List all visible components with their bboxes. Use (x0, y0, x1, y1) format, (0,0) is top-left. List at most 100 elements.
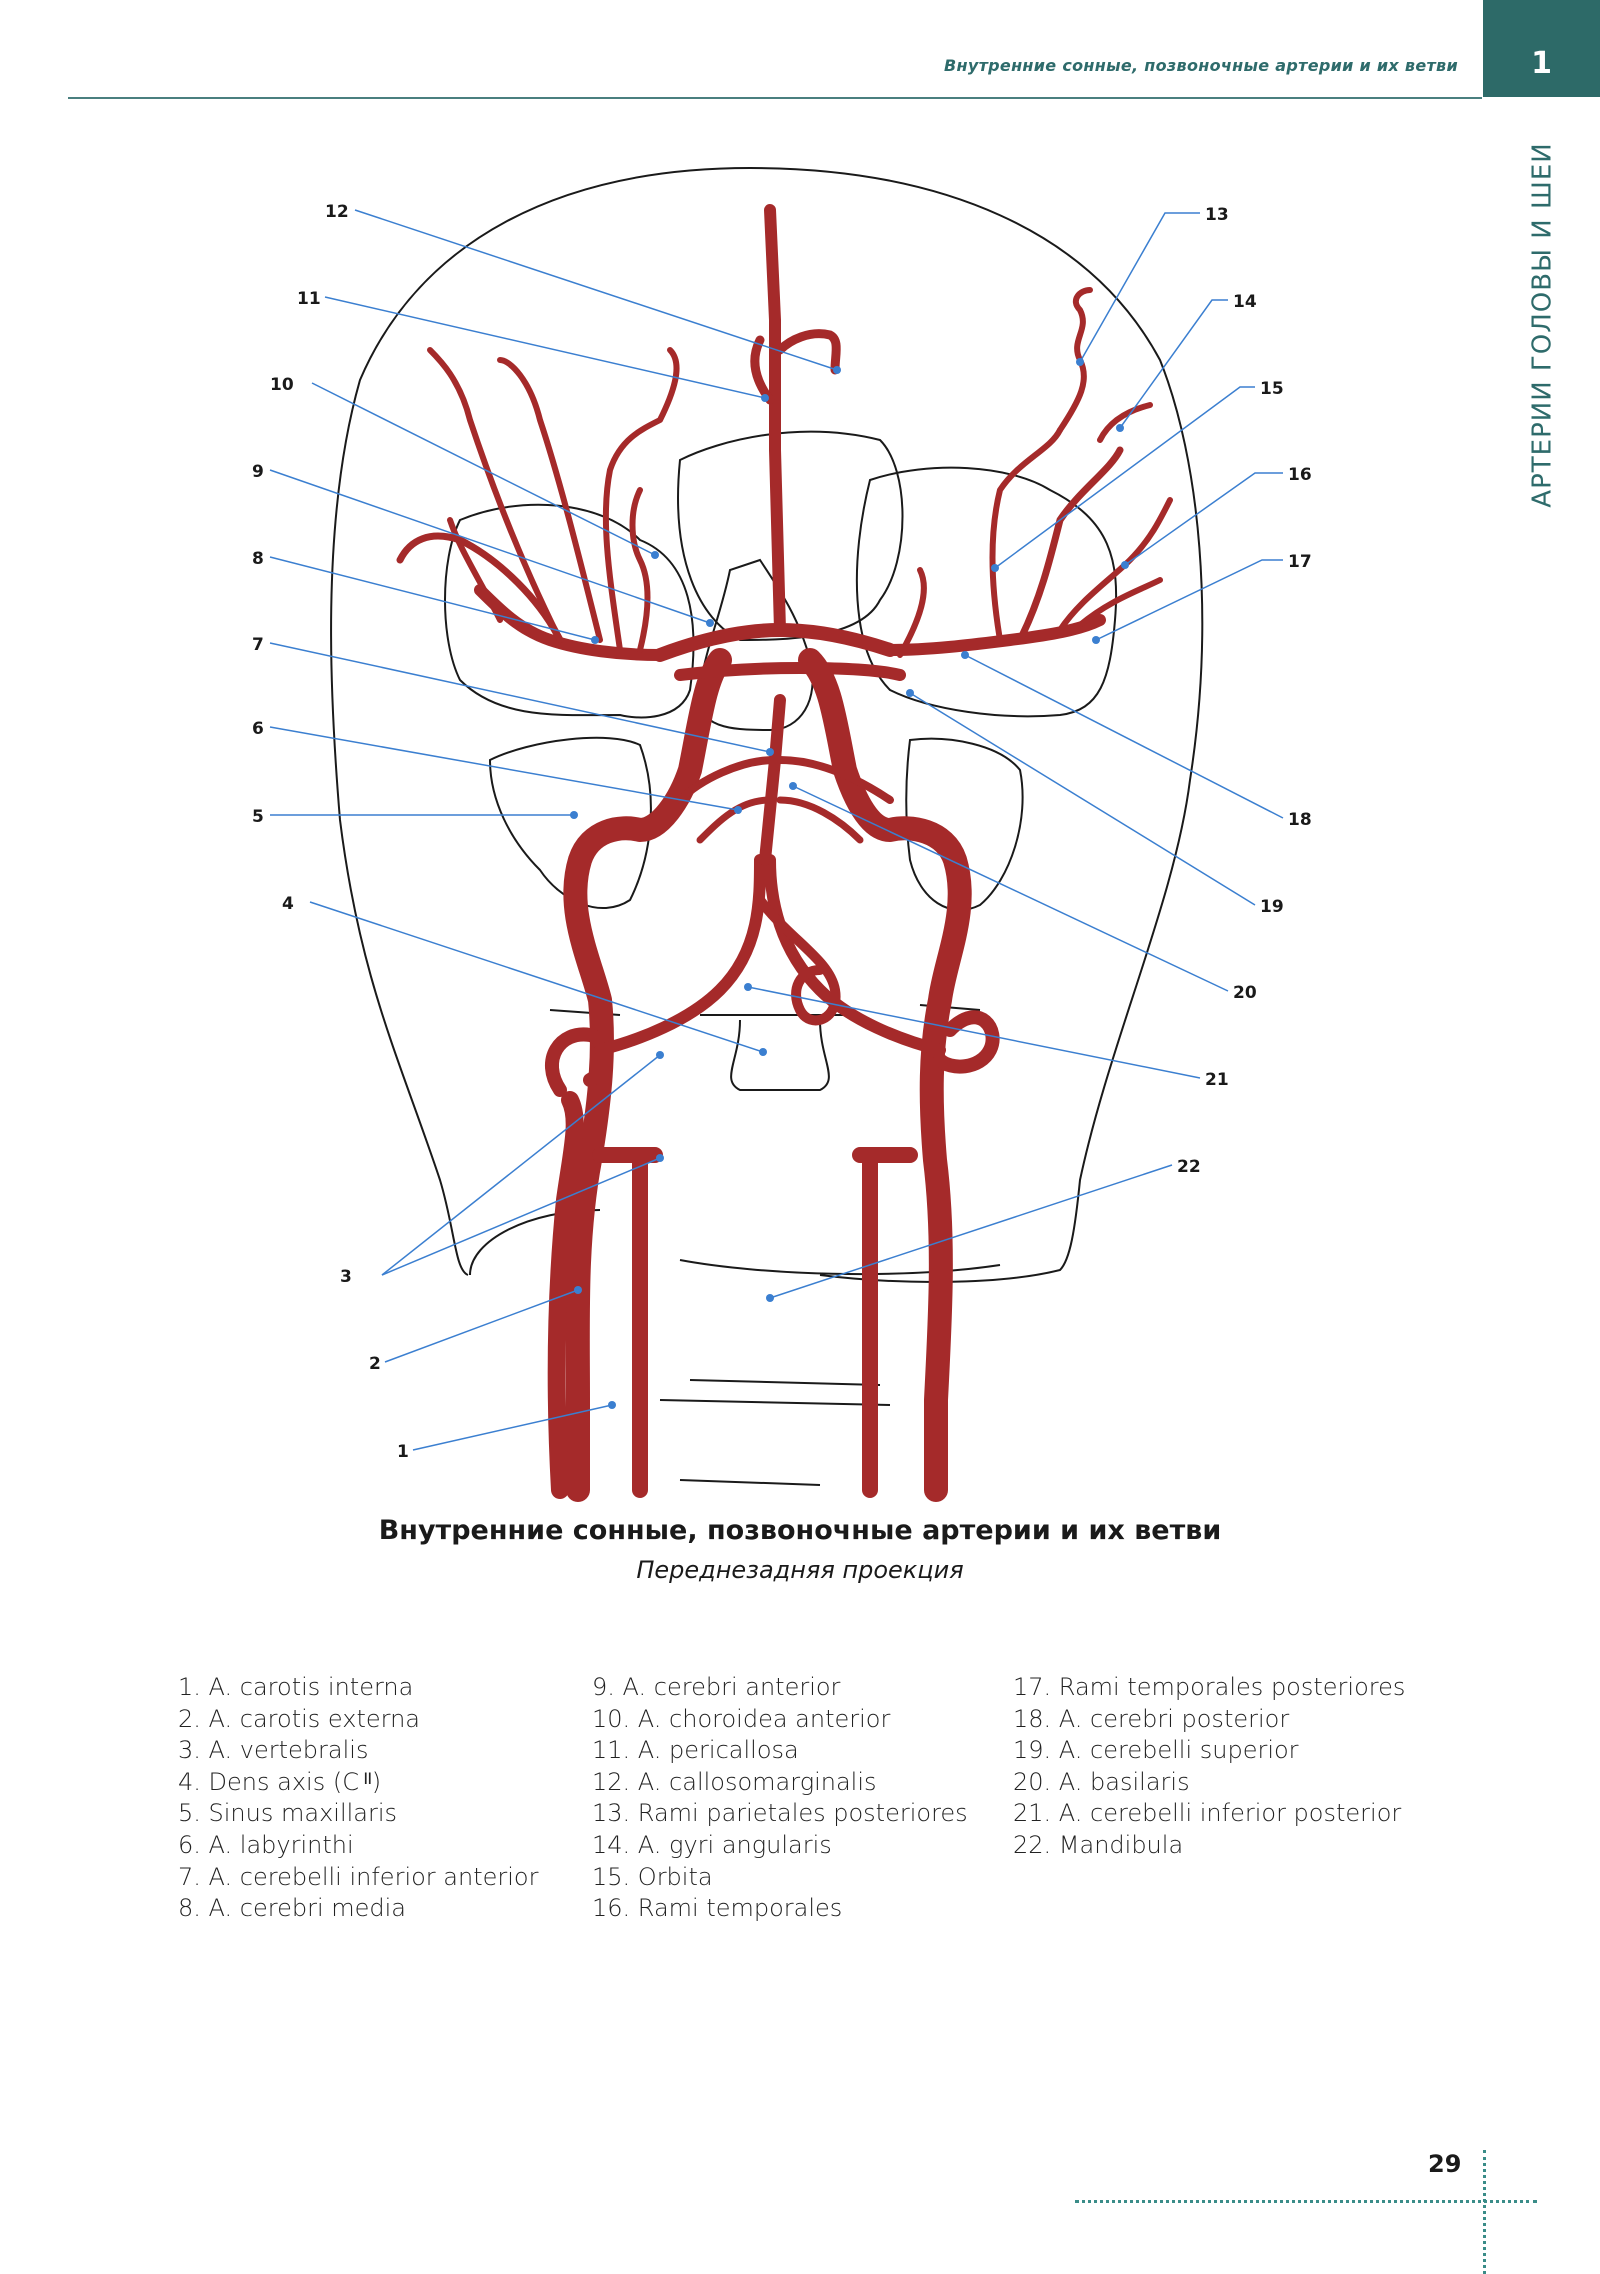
carotis-interna-right (798, 648, 972, 1502)
legend-item: 13. Rami parietales posteriores (592, 1799, 968, 1828)
figure-caption-title: Внутренние сонные, позвоночные артерии и… (378, 1515, 1222, 1546)
leader-dots (570, 358, 1129, 1409)
legend-item: 1. A. carotis interna (178, 1673, 414, 1701)
marker-3: 3 (340, 1267, 352, 1287)
legend-item: 22. Mandibula (1013, 1830, 1184, 1859)
orbit-left (444, 503, 695, 719)
footer-dotted-rule (1075, 2200, 1537, 2203)
callosomarginalis (775, 329, 841, 375)
nasal-septum (698, 558, 814, 732)
marker-4: 4 (282, 894, 294, 914)
legend-item: 4. Dens axis (C ᴵᴵ) (178, 1767, 382, 1796)
marker-6: 6 (252, 719, 264, 739)
legend-item: 14. A. gyri angularis (592, 1830, 832, 1859)
marker-2: 2 (369, 1354, 381, 1374)
marker-9: 9 (252, 462, 264, 482)
choroidea-left (629, 487, 651, 653)
legend-column-1: 1. A. carotis interna 2. A. carotis exte… (178, 1672, 538, 1925)
vertebral-right-upper (764, 854, 946, 1056)
footer-dotted-vertical (1483, 2150, 1486, 2274)
mandible-bottom (679, 1259, 1001, 1276)
temporal-branch-right-2 (989, 427, 1063, 643)
legend-item: 17. Rami temporales posteriores (1013, 1673, 1406, 1701)
gyri-angularis (1097, 402, 1153, 443)
temporal-branch-left-3 (497, 357, 603, 643)
marker-15: 15 (1260, 379, 1284, 399)
choroidea-right (897, 567, 927, 658)
legend-item: 2. A. carotis externa (178, 1704, 421, 1733)
temporal-branch-left-2 (427, 347, 563, 643)
marker-8: 8 (252, 549, 264, 569)
marker-17: 17 (1288, 552, 1312, 572)
vertebral-left-upper (594, 854, 766, 1056)
vertebral-loop-right (933, 1010, 1000, 1074)
legend-item: 18. A. cerebri posterior (1013, 1704, 1290, 1733)
legend-item: 7. A. cerebelli inferior anterior (178, 1862, 539, 1891)
marker-20: 20 (1233, 983, 1257, 1003)
arteries (396, 204, 1173, 1502)
cerebri-media-right (884, 614, 1106, 656)
running-header: Внутренние сонные, позвоночные артерии и… (944, 56, 1458, 75)
chapter-tab: 1 (1483, 0, 1600, 97)
cerebri-media-left (474, 584, 666, 661)
dens-axis (730, 1019, 830, 1091)
orbit-right (855, 466, 1118, 718)
legend-item: 15. Orbita (592, 1862, 713, 1891)
legend-item: 6. A. labyrinthi (178, 1830, 354, 1859)
temporales-posteriores (1077, 577, 1163, 628)
temporal-branch-right-1 (1016, 446, 1124, 644)
marker-1: 1 (397, 1442, 409, 1462)
anterior-left-branch (602, 347, 680, 653)
legend-item: 21. A. cerebelli inferior posterior (1013, 1799, 1402, 1828)
temporal-branch-left-1 (396, 532, 564, 644)
marker-18: 18 (1288, 810, 1312, 830)
marker-12: 12 (325, 202, 349, 222)
dental-line (549, 1004, 981, 1016)
figure-markers: 1 2 3 4 5 6 7 8 9 10 11 12 13 14 15 16 1… (252, 202, 1312, 1462)
nasal-region (677, 430, 904, 642)
parietales-posteriores (1057, 287, 1093, 433)
page-number: 29 (1428, 2150, 1462, 2178)
cerebri-anterior-trunk (764, 204, 786, 636)
marker-13: 13 (1205, 205, 1229, 225)
marker-14: 14 (1233, 292, 1257, 312)
basilaris (759, 694, 786, 866)
legend-item: 19. A. cerebelli superior (1013, 1736, 1299, 1765)
marker-11: 11 (297, 289, 321, 309)
figure-caption-subtitle: Переднезадняя проекция (636, 1556, 964, 1584)
cerebelli-inferior-posterior (755, 895, 841, 1026)
pericallosa (750, 335, 775, 405)
vertebra-lines (659, 1379, 891, 1486)
chapter-number: 1 (1531, 46, 1552, 81)
legend-item: 9. A. cerebri anterior (592, 1673, 841, 1701)
legend-item: 5. Sinus maxillaris (178, 1799, 398, 1828)
legend-item: 3. A. vertebralis (178, 1736, 369, 1765)
temporal-branch-right-3 (1057, 497, 1173, 633)
sinus-maxillaris-left (488, 736, 652, 910)
artery-figure: 1 2 3 4 5 6 7 8 9 10 11 12 13 14 15 16 1… (252, 166, 1312, 1502)
leader-lines (269, 209, 1284, 1451)
marker-7: 7 (252, 635, 264, 655)
legend-item: 10. A. choroidea anterior (592, 1704, 891, 1733)
circle-upper (653, 623, 897, 662)
cerebri-posterior-link (674, 662, 906, 681)
labyrinthi (696, 796, 864, 844)
marker-5: 5 (252, 807, 264, 827)
legend-item: 11. A. pericallosa (592, 1736, 799, 1765)
header-rule (68, 97, 1482, 99)
legend-item: 8. A. cerebri media (178, 1894, 406, 1923)
skull-contour (330, 166, 1204, 1283)
legend-column-2: 9. A. cerebri anterior 10. A. choroidea … (592, 1672, 968, 1925)
legend-item: 16. Rami temporales (592, 1894, 843, 1923)
temporal-branch-left-4 (447, 517, 503, 623)
legend-item: 20. A. basilaris (1013, 1767, 1190, 1796)
carotis-externa-left (547, 1091, 584, 1499)
marker-22: 22 (1177, 1157, 1201, 1177)
cerebelli-inferior-anterior (676, 756, 894, 804)
vertebral-left-lower (592, 1147, 663, 1498)
marker-21: 21 (1205, 1070, 1229, 1090)
vertebral-right-lower (852, 1147, 918, 1498)
marker-10: 10 (270, 375, 294, 395)
legend-column-3: 17. Rami temporales posteriores 18. A. c… (1013, 1672, 1405, 1862)
vertebral-loop-left (544, 1027, 612, 1097)
